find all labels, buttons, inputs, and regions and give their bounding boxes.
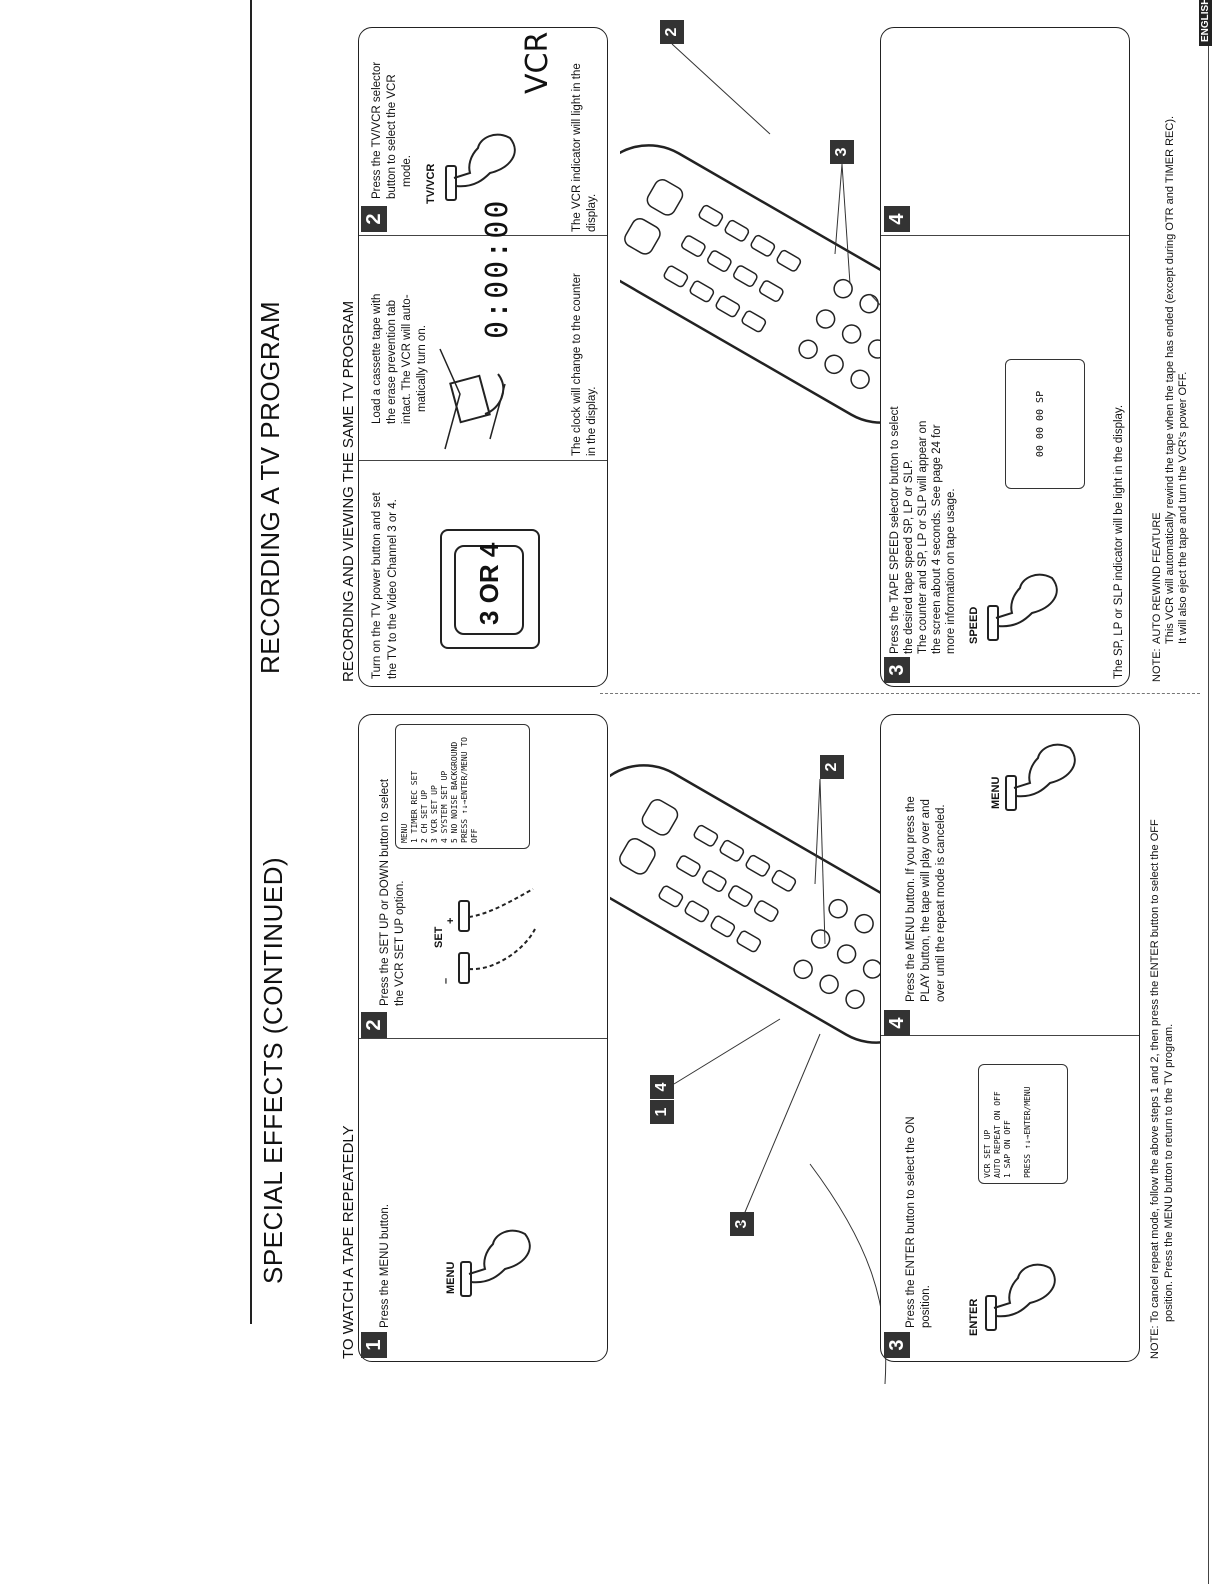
remote-control-icon-right [620,144,910,424]
hand-press-menu-icon [1005,743,1076,811]
speed-osd: 00 00 00 SP [1005,359,1085,489]
left-section-title: TO WATCH A TAPE REPEATEDLY [340,1125,357,1359]
left-step2-osd: MENU 1 TIMER REC SET 2 CH SET UP 3 VCR S… [395,724,530,849]
hand-press-icon [460,1229,531,1297]
left-step2-text-b: the VCR SET UP option. [394,880,406,1006]
language-tab: ENGLISH [1199,0,1212,46]
enter-label: ENTER [968,1298,980,1336]
center-divider [600,693,1200,694]
left-step3-osd: VCR SET UP AUTO REPEAT ON OFF 1 SAP ON O… [978,1064,1068,1184]
left-step3-text-b: position. [920,1285,932,1328]
set-minus-label: – [440,977,452,984]
osd-line: AUTO REPEAT ON OFF [993,1091,1002,1178]
osd-line: 00 00 00 SP [1035,390,1046,458]
hand-press-tvvcr-icon [445,133,516,201]
left-page-title: SPECIAL EFFECTS (CONTINUED) [258,856,288,1284]
left-step2-text-a: Press the SET UP or DOWN button to selec… [379,778,391,1006]
right-step2-text-b: button to select the VCR [386,74,398,199]
left-step4-number: 4 [884,1010,910,1036]
osd-line: VCR SET UP [983,1129,992,1178]
right-step3-caption: The SP, LP or SLP indicator will be ligh… [1113,404,1125,679]
osd-line: 1 SAP ON OFF [1003,1120,1012,1178]
speed-label: SPEED [968,606,980,644]
osd-line: 1 TIMER REC SET [410,770,419,843]
hand-press-speed-icon [987,573,1058,641]
right-note-label: NOTE: [1151,648,1163,682]
right-step1-text-b: the TV to the Video Channel 3 or 4. [387,499,399,679]
right-step3-number: 3 [884,657,910,683]
right-step2-text-c: mode. [401,155,413,187]
left-step3-text-a: Press the ENTER button to select the ON [905,1116,917,1328]
set-label: SET [433,926,445,948]
load-text-b: the erase prevention tab [386,299,398,424]
osd-line: 2 CH SET UP [420,790,429,843]
osd-line: 4 SYSTEM SET UP [440,770,449,843]
osd-line: MENU [400,823,409,843]
vcr-indicator: VCR [520,31,555,94]
callout-leader-lines-left [673,778,887,1384]
two-hands-press-icon [458,888,536,984]
right-step3-text-a: Press the TAPE SPEED selector button to … [889,406,901,654]
left-note-line-b: position. Press the MENU button to retur… [1163,1023,1175,1322]
right-step2-number: 2 [361,206,387,232]
counter-display: 0:00:00 [480,198,515,339]
left-step1-number: 1 [361,1332,387,1358]
bottom-rule [1208,0,1209,1584]
right-section-title: RECORDING AND VIEWING THE SAME TV PROGRA… [340,300,357,682]
left-step4-text-c: over until the repeat mode is canceled. [935,804,947,1002]
load-text-c: intact. The VCR will auto- [401,294,413,424]
top-rule [250,0,252,1324]
left-note-line-a: NOTE: To cancel repeat mode, follow the … [1149,819,1161,1359]
osd-line: PRESS ↑↓→ENTER/MENU [1023,1086,1032,1178]
left-step4-text-a: Press the MENU button. If you press the [905,796,917,1002]
right-step1-text-a: Turn on the TV power button and set [371,492,383,679]
load-text-a: Load a cassette tape with [371,293,383,424]
tv-channel-label: 3 OR 4 [474,542,504,625]
hand-press-enter-icon [985,1263,1056,1331]
right-step2-caption-b: display. [586,193,598,232]
right-step3-text-d: the screen about 4 seconds. See page 24 … [931,424,943,654]
osd-line: 3 VCR SET UP [430,785,439,843]
right-note-title: AUTO REWIND FEATURE [1151,512,1163,644]
load-caption-b: in the display. [586,386,598,456]
right-step4-number: 4 [884,206,910,232]
right-page-title: RECORDING A TV PROGRAM [255,300,285,674]
left-step1-text: Press the MENU button. [379,1204,391,1328]
tv-set-icon: 3 OR 4 [440,529,540,649]
right-step2-text-a: Press the TV/VCR selector [371,61,383,199]
right-note-line-b: It will also eject the tape and turn the… [1177,371,1189,644]
left-step4-text-b: PLAY button, the tape will play over and [920,799,932,1002]
remote-control-icon-left [610,764,910,1044]
left-step2-number: 2 [361,1012,387,1038]
load-text-d: matically turn on. [416,325,428,412]
cassette-load-icon [439,348,506,450]
right-step3-text-e: more information on tape usage. [945,488,957,654]
tvvcr-label: TV/VCR [425,163,437,204]
right-step3-text-b: the desired tape speed SP, LP or SLP. [903,459,915,654]
right-note-line-a: This VCR will automatically rewind the t… [1164,115,1176,644]
load-caption-a: The clock will change to the counter [571,273,583,456]
right-step3-text-c: The counter and SP, LP or SLP will appea… [917,420,929,654]
osd-line: 5 NO NOISE BACKGROUND [450,741,459,843]
osd-line: PRESS ↑↓→ENTER/MENU TO OFF [460,737,479,843]
right-step2-caption-a: The VCR indicator will light in the [571,63,583,232]
left-step3-number: 3 [884,1332,910,1358]
